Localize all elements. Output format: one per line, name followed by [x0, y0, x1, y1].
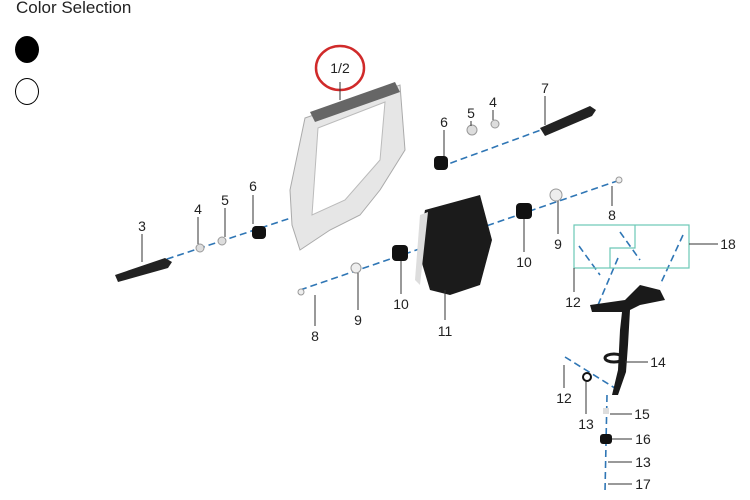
callout-13[interactable]: 13: [578, 416, 594, 432]
callout-16[interactable]: 16: [635, 431, 651, 447]
leader-lines: [141, 82, 648, 485]
callout-5[interactable]: 5: [221, 192, 229, 208]
washer-part[interactable]: [582, 372, 592, 382]
kit-box-18: [573, 224, 718, 269]
grommet-part[interactable]: [516, 203, 532, 219]
callout-4[interactable]: 4: [194, 201, 202, 217]
callout-1-2[interactable]: 1/2: [330, 60, 350, 76]
bushing-part[interactable]: [600, 434, 612, 444]
callout-9[interactable]: 9: [354, 312, 362, 328]
callout-18[interactable]: 18: [720, 236, 736, 252]
brake-pedal-part[interactable]: [590, 285, 665, 395]
assembly-axis-18c: [597, 257, 619, 306]
callout-9[interactable]: 9: [554, 236, 562, 252]
callout-11[interactable]: 11: [438, 323, 453, 339]
color-selection-title: Color Selection: [16, 0, 132, 17]
callout-4[interactable]: 4: [489, 94, 497, 110]
callout-8[interactable]: 8: [608, 207, 616, 223]
callout-17[interactable]: 17: [635, 476, 651, 492]
bolt-part[interactable]: [615, 176, 623, 184]
callout-14[interactable]: 14: [650, 354, 666, 370]
footpeg-left-part[interactable]: [115, 226, 266, 282]
callout-12[interactable]: 12: [565, 294, 581, 310]
callout-10[interactable]: 10: [516, 254, 532, 270]
callout-5[interactable]: 5: [467, 105, 475, 121]
callout-12[interactable]: 12: [556, 390, 572, 406]
callout-6[interactable]: 6: [249, 178, 257, 194]
callout-6[interactable]: 6: [440, 114, 448, 130]
main-bracket-part[interactable]: [289, 82, 406, 251]
callout-13[interactable]: 13: [635, 454, 651, 470]
washer-part[interactable]: [350, 262, 362, 274]
assembly-axis-18b: [619, 231, 641, 261]
callout-15[interactable]: 15: [634, 406, 650, 422]
footpeg-right-part[interactable]: [434, 106, 596, 170]
assembly-axis-18a: [578, 245, 601, 276]
bolt-part[interactable]: [297, 288, 305, 296]
washer-part[interactable]: [549, 188, 563, 202]
color-swatch-white[interactable]: [15, 78, 39, 105]
color-swatch-black[interactable]: [15, 36, 39, 63]
master-cylinder-part[interactable]: [415, 195, 492, 295]
callout-7[interactable]: 7: [541, 80, 549, 96]
callout-10[interactable]: 10: [393, 296, 409, 312]
assembly-axis-18d: [659, 234, 684, 286]
callout-8[interactable]: 8: [311, 328, 319, 344]
collar-part[interactable]: [603, 408, 609, 414]
callout-3[interactable]: 3: [138, 218, 146, 234]
grommet-part[interactable]: [392, 245, 408, 261]
